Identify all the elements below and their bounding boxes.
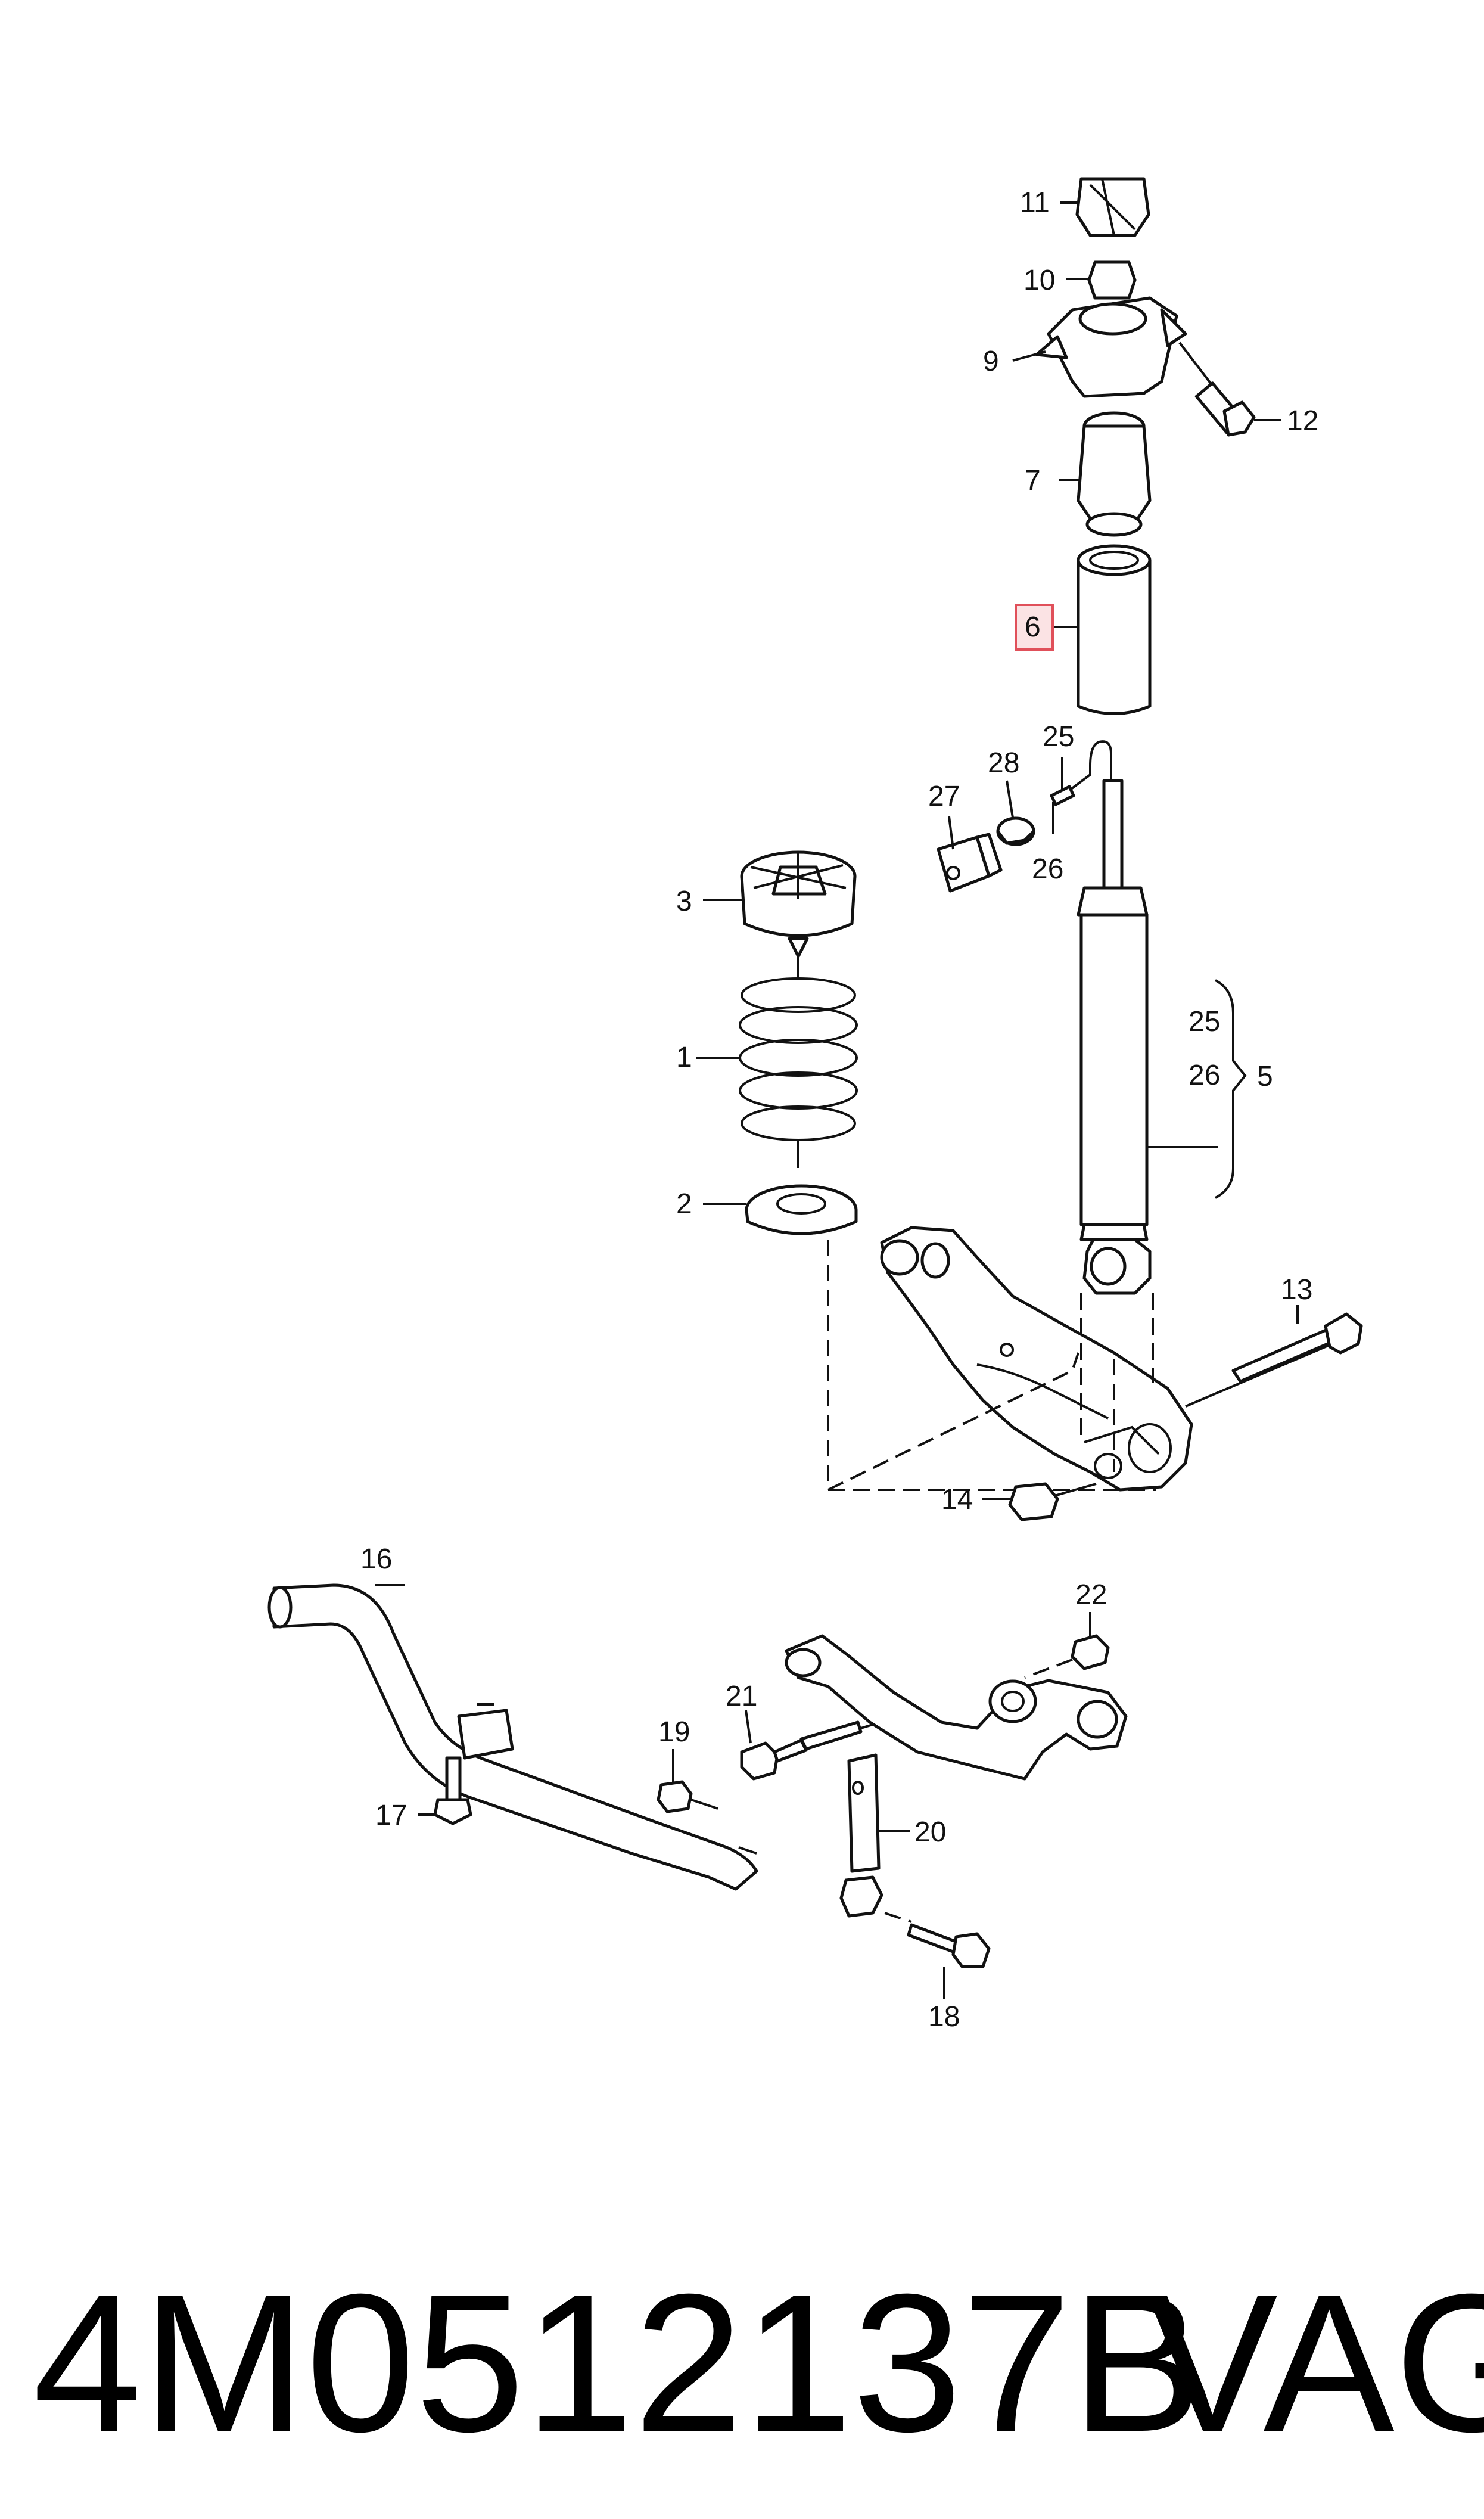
part-6-protective-tube: [1053, 544, 1152, 715]
part-10-nut: [1066, 260, 1137, 300]
label-6: 6: [1025, 611, 1041, 643]
group-bracket-5: [1215, 979, 1247, 1199]
label-14: 14: [941, 1484, 973, 1515]
label-5-group-26: 26: [1189, 1060, 1220, 1091]
brand-caption: VAG: [1147, 2253, 1484, 2473]
label-20: 20: [914, 1816, 946, 1848]
label-11: 11: [1020, 187, 1050, 219]
label-18: 18: [928, 2001, 960, 2033]
label-19: 19: [658, 1716, 690, 1748]
label-9: 9: [983, 346, 999, 377]
label-5: 5: [1257, 1061, 1273, 1092]
label-25: 25: [1043, 721, 1074, 753]
label-12: 12: [1287, 405, 1318, 437]
label-13: 13: [1281, 1274, 1312, 1306]
label-17: 17: [375, 1800, 407, 1831]
label-1: 1: [676, 1042, 692, 1073]
part-28-valve: [996, 780, 1035, 846]
part-20-coupling-rod: [839, 1753, 910, 1918]
part-17-bolt: [418, 1756, 472, 1825]
part-3-upper-spring-seat: [703, 850, 857, 958]
label-21: 21: [726, 1681, 757, 1712]
part-13-bolt: [1185, 1305, 1363, 1408]
part-19-nut: [657, 1749, 718, 1813]
part-12-bolt: [1178, 341, 1281, 437]
label-16: 16: [360, 1543, 392, 1575]
part-7-bump-stop: [1059, 411, 1152, 537]
part-1-coil-spring: [696, 956, 858, 1168]
part-5-shock-absorber: [1077, 779, 1218, 1295]
part-16-stabilizer-bar: [267, 1583, 758, 1891]
part-number-caption: 4M0512137B: [33, 2253, 1203, 2473]
label-28: 28: [988, 747, 1019, 779]
label-3: 3: [676, 886, 692, 917]
part-2-lower-spring-seat: [703, 1184, 858, 1235]
transverse-link: [785, 1634, 1128, 1781]
part-27-control-unit: [937, 816, 1003, 893]
part-11-cap: [1060, 177, 1150, 237]
part-22-nut: [1024, 1612, 1110, 1679]
label-7: 7: [1025, 465, 1041, 496]
label-10: 10: [1023, 265, 1055, 296]
part-18-bolt: [884, 1912, 991, 1999]
part-9-top-mount: [1012, 296, 1187, 398]
label-26: 26: [1032, 853, 1063, 885]
label-27: 27: [928, 781, 960, 812]
part-21-bolt: [740, 1710, 891, 1781]
part-14-nut: [982, 1482, 1097, 1521]
assembly-dashed-lines: [827, 1240, 1156, 1491]
part-25-wire: [1050, 740, 1112, 834]
label-22: 22: [1075, 1579, 1107, 1611]
highlight-box-6: [1015, 604, 1054, 651]
label-5-group-25: 25: [1189, 1006, 1220, 1038]
label-2: 2: [676, 1188, 692, 1220]
